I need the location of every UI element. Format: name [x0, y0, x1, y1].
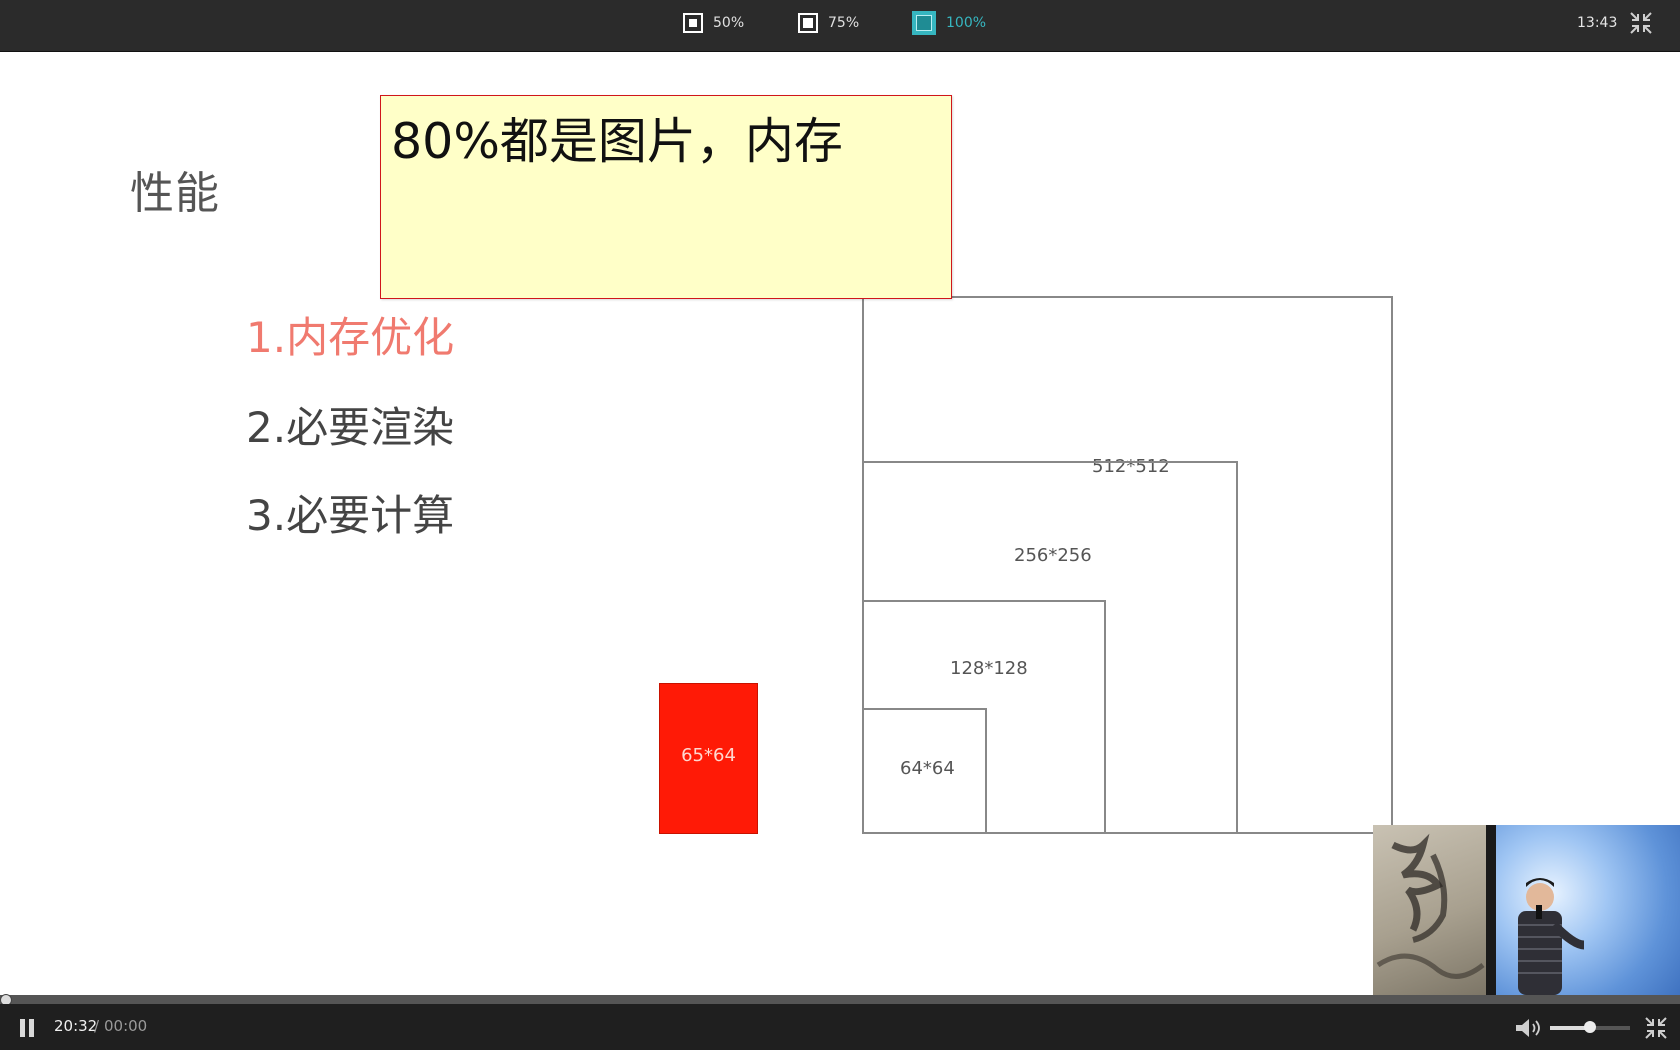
- volume-slider[interactable]: [1550, 1021, 1630, 1033]
- list-item-memory: 1.内存优化: [246, 313, 455, 362]
- current-time: 20:32: [54, 1017, 98, 1035]
- texture-box-64: 64*64: [862, 708, 987, 834]
- exit-fullscreen-icon[interactable]: [1645, 1017, 1667, 1039]
- slide: 性能 1.内存优化 2.必要渲染 3.必要计算 512*512 256*256 …: [0, 52, 1680, 995]
- zoom-100-icon: [912, 11, 936, 35]
- list-item-render: 2.必要渲染: [246, 403, 455, 452]
- zoom-75-icon: [798, 13, 818, 33]
- control-bar: 20:32 / 00:00: [0, 1004, 1680, 1050]
- zoom-50-label: 50%: [713, 15, 745, 31]
- zoom-100-button[interactable]: 100%: [912, 11, 986, 35]
- zoom-75-label: 75%: [828, 15, 860, 31]
- texture-label-128: 128*128: [950, 658, 1028, 679]
- pause-icon: [20, 1019, 25, 1037]
- speaker-figure: [1518, 878, 1585, 995]
- red-texture-box: 65*64: [659, 683, 758, 834]
- top-bar: 50% 75% 100% 13:43: [0, 0, 1680, 52]
- zoom-100-label: 100%: [946, 15, 987, 31]
- list-item-compute: 3.必要计算: [246, 491, 455, 540]
- exit-fullscreen-icon[interactable]: [1630, 12, 1652, 34]
- zoom-50-icon: [683, 13, 703, 33]
- speaker-video[interactable]: [1373, 825, 1680, 995]
- volume-fill: [1550, 1026, 1590, 1030]
- calligraphy-backdrop: [1376, 833, 1485, 979]
- texture-label-64: 64*64: [900, 758, 955, 779]
- volume-icon[interactable]: [1514, 1016, 1542, 1040]
- texture-label-256: 256*256: [1014, 545, 1092, 566]
- zoom-50-button[interactable]: 50%: [683, 11, 744, 35]
- progress-bar[interactable]: [0, 994, 1680, 1006]
- slide-title: 性能: [130, 168, 220, 219]
- pause-button[interactable]: [18, 1019, 36, 1037]
- stage-backdrop: [1373, 825, 1486, 995]
- time-separator: /: [94, 1017, 100, 1035]
- clock: 13:43: [1577, 15, 1618, 31]
- speaker-frame: [1496, 825, 1680, 995]
- sticky-note[interactable]: 80%都是图片，内存: [380, 95, 952, 299]
- volume-handle[interactable]: [1584, 1021, 1596, 1033]
- sticky-note-text: 80%都是图片，内存: [391, 113, 843, 170]
- red-texture-label: 65*64: [681, 745, 736, 766]
- zoom-75-button[interactable]: 75%: [798, 11, 859, 35]
- total-time: 00:00: [104, 1017, 148, 1035]
